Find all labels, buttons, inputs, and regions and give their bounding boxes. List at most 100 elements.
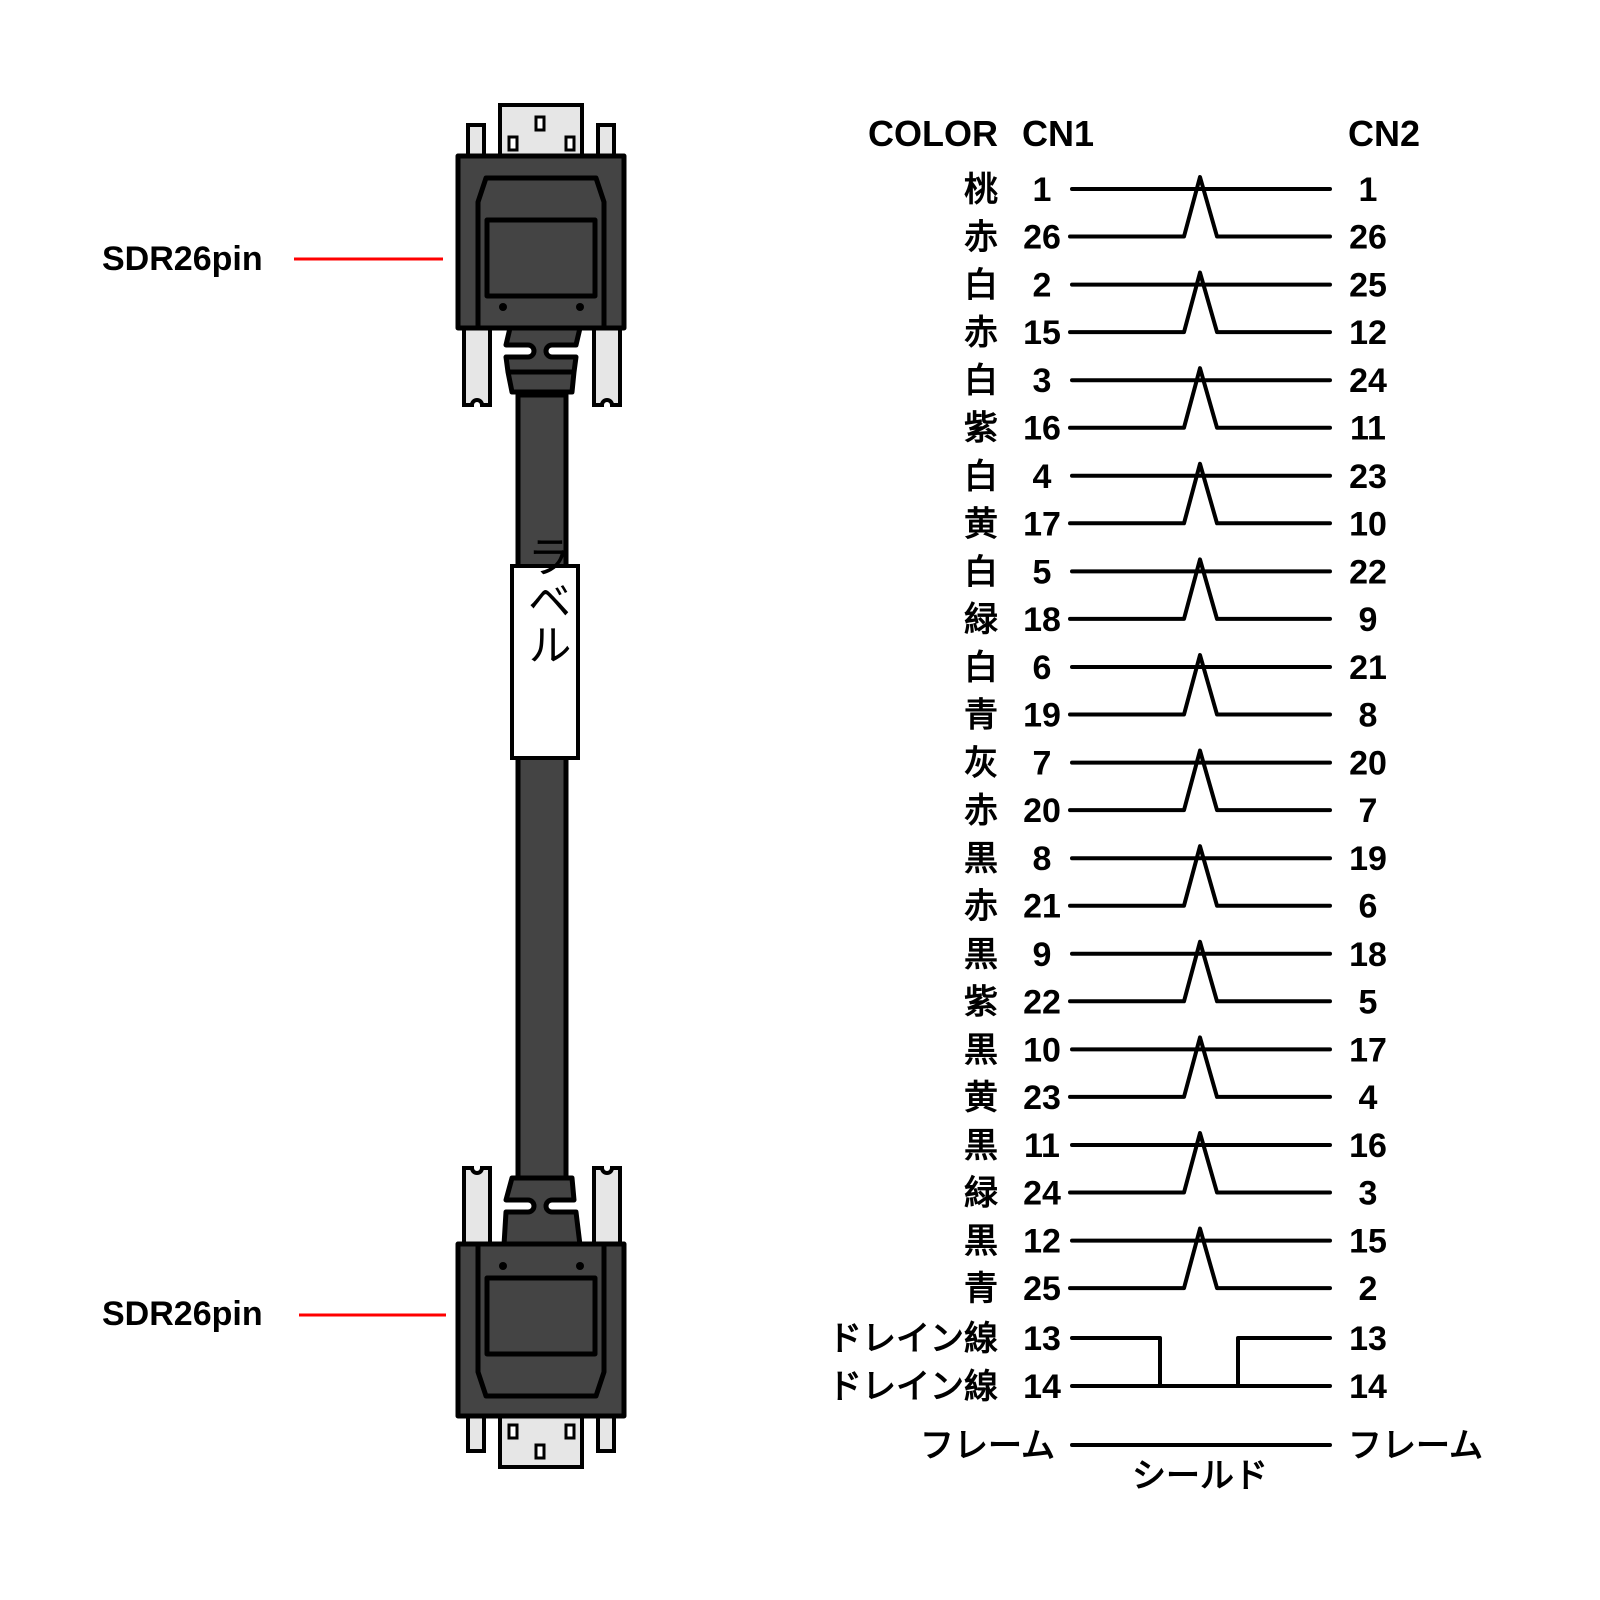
drain-13-color: ドレイン線 <box>828 1320 998 1358</box>
drain-14-cn1: 14 <box>1023 1368 1061 1406</box>
pair-top-cn1: 7 <box>1033 745 1052 783</box>
pair-bottom-cn2: 6 <box>1359 888 1378 926</box>
top-connector-label: SDR26pin <box>102 240 263 278</box>
pair-top-cn2: 18 <box>1349 936 1387 974</box>
pair-top-cn1: 2 <box>1033 267 1052 305</box>
pair-top-cn2: 23 <box>1349 458 1387 496</box>
pair-top-color: 白 <box>964 458 998 496</box>
pair-top-color: 白 <box>964 362 998 400</box>
frame-right-label: フレーム <box>1348 1427 1483 1465</box>
pair-bottom-cn1: 21 <box>1023 888 1061 926</box>
pair-bottom-cn2: 10 <box>1349 505 1387 543</box>
pair-top-color: 白 <box>964 267 998 305</box>
wire-twisted <box>1068 461 1332 526</box>
pair-top-cn2: 24 <box>1349 362 1387 400</box>
drain-13-cn2: 13 <box>1349 1320 1387 1358</box>
pair-bottom-cn2: 26 <box>1349 219 1387 257</box>
cable-label: ラベル <box>521 534 570 666</box>
pair-top-cn1: 12 <box>1023 1223 1061 1261</box>
pair-bottom-color: 緑 <box>964 1174 999 1213</box>
pair-bottom-cn2: 3 <box>1359 1175 1378 1213</box>
drain-wire-13 <box>1070 1336 1332 1388</box>
pair-bottom-cn1: 24 <box>1023 1175 1061 1213</box>
header-cn1: CN1 <box>1022 113 1094 154</box>
pair-top-cn1: 8 <box>1033 840 1052 878</box>
pair-top-cn2: 21 <box>1349 649 1387 687</box>
pair-bottom-cn2: 4 <box>1359 1079 1378 1117</box>
bottom-connector <box>455 1166 627 1469</box>
pair-top-color: 灰 <box>964 745 998 783</box>
pair-bottom-cn1: 15 <box>1023 314 1061 352</box>
pair-top-cn2: 15 <box>1349 1223 1387 1261</box>
wire-twisted <box>1068 1131 1332 1195</box>
pair-bottom-cn1: 18 <box>1023 601 1061 639</box>
pair-top-color: 黒 <box>964 1031 998 1069</box>
pair-top-cn2: 22 <box>1349 553 1387 591</box>
pair-top-cn1: 4 <box>1033 458 1052 496</box>
pair-bottom-color: 赤 <box>964 792 998 830</box>
pair-bottom-color: 緑 <box>964 600 999 639</box>
cable <box>515 752 569 1188</box>
pair-bottom-color: 紫 <box>964 410 998 448</box>
pair-top-cn2: 17 <box>1349 1031 1387 1069</box>
pair-top-color: 黒 <box>964 840 998 878</box>
pair-bottom-color: 赤 <box>964 888 998 926</box>
pair-bottom-cn1: 17 <box>1023 505 1061 543</box>
wire-twisted <box>1068 366 1332 430</box>
pair-bottom-color: 青 <box>964 697 998 735</box>
shield-label: シールド <box>1132 1457 1268 1495</box>
pair-bottom-cn1: 25 <box>1023 1270 1061 1308</box>
wire-twisted <box>1068 557 1332 621</box>
pair-top-cn2: 25 <box>1349 267 1387 305</box>
wire-twisted <box>1068 653 1332 717</box>
pair-bottom-cn1: 19 <box>1023 697 1061 735</box>
pair-top-cn1: 5 <box>1033 553 1052 591</box>
pair-bottom-color: 赤 <box>964 314 998 352</box>
pair-bottom-cn2: 11 <box>1350 410 1386 448</box>
pair-top-color: 白 <box>964 649 998 687</box>
wire-twisted <box>1068 270 1332 335</box>
pair-bottom-color: 赤 <box>964 219 998 257</box>
frame-left-label: フレーム <box>920 1427 1055 1465</box>
pair-bottom-cn1: 16 <box>1023 410 1061 448</box>
cable-label-tag <box>510 564 580 760</box>
header-cn2: CN2 <box>1348 113 1420 154</box>
wire-twisted <box>1068 844 1332 908</box>
pair-top-cn1: 1 <box>1033 171 1052 209</box>
pair-bottom-cn1: 23 <box>1023 1079 1061 1117</box>
pair-top-cn2: 19 <box>1349 840 1387 878</box>
pair-top-cn1: 3 <box>1033 362 1052 400</box>
pair-top-cn2: 1 <box>1359 171 1378 209</box>
pair-bottom-cn1: 20 <box>1023 792 1061 830</box>
wire-twisted <box>1068 175 1332 239</box>
pair-top-cn1: 9 <box>1033 936 1052 974</box>
pair-top-color: 桃 <box>964 171 998 209</box>
pair-top-cn2: 20 <box>1349 745 1387 783</box>
drain-13-cn1: 13 <box>1023 1320 1061 1358</box>
pair-bottom-color: 紫 <box>964 983 998 1021</box>
drain-14-cn2: 14 <box>1349 1368 1387 1406</box>
pair-top-color: 黒 <box>964 936 998 974</box>
header-color: COLOR <box>868 113 998 154</box>
pair-bottom-cn2: 2 <box>1359 1270 1378 1308</box>
pair-top-cn2: 16 <box>1349 1127 1387 1165</box>
pair-bottom-cn2: 9 <box>1359 601 1378 639</box>
wire-twisted <box>1068 748 1332 813</box>
pair-top-cn1: 6 <box>1033 649 1052 687</box>
pair-bottom-color: 黄 <box>964 1079 998 1117</box>
pair-top-color: 黒 <box>964 1223 998 1261</box>
drain-14-color: ドレイン線 <box>828 1368 998 1406</box>
pair-top-color: 黒 <box>964 1127 998 1165</box>
pair-bottom-color: 青 <box>964 1270 998 1308</box>
pair-bottom-cn2: 7 <box>1359 792 1378 830</box>
pair-top-color: 白 <box>964 553 998 591</box>
pair-bottom-cn1: 26 <box>1023 219 1061 257</box>
pair-top-cn1: 11 <box>1024 1127 1060 1165</box>
wire-twisted <box>1068 939 1332 1004</box>
pair-bottom-cn2: 5 <box>1359 983 1378 1021</box>
bottom-connector-label: SDR26pin <box>102 1295 263 1333</box>
wire-twisted <box>1068 1035 1332 1099</box>
wire-twisted <box>1068 1226 1332 1291</box>
